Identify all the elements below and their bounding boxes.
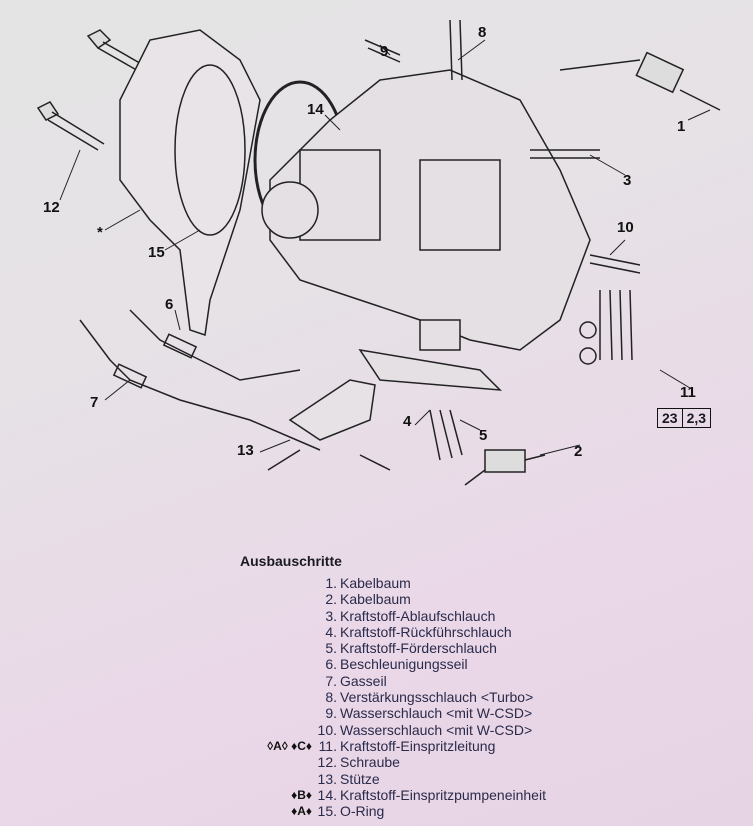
step-mark [240,705,312,721]
callout-3: 3 [623,172,632,189]
step-number: 8. [325,689,337,706]
list-item: 9.Wasserschlauch <mit W-CSD> [240,705,546,721]
step-mark [240,591,312,607]
step-mark [240,722,312,738]
list-item: 2.Kabelbaum [240,591,546,607]
list-item: ♦B♦ 14.Kraftstoff-Einspritzpumpeneinheit [240,787,546,803]
step-number: 10. [317,721,337,738]
step-number: 14. [317,786,337,803]
bracket-13 [267,379,391,471]
list-item: 3.Kraftstoff-Ablaufschlauch [240,608,546,624]
list-item: 4.Kraftstoff-Rückführschlauch [240,624,546,640]
step-mark: ◊A◊ ♦C♦ [267,738,312,753]
bolt-12 [36,101,105,151]
cables-6-7 [79,309,321,451]
step-mark [240,754,312,770]
bolt-upper [86,29,146,73]
step-number: 2. [325,591,337,608]
step-number: 3. [325,607,337,624]
step-label: O-Ring [340,803,385,820]
step-label: Wasserschlauch <mit W-CSD> [340,705,533,722]
step-mark [240,575,312,591]
callout-1: 1 [677,118,686,135]
list-item: 5.Kraftstoff-Förderschlauch [240,640,546,656]
callout-6: 6 [165,296,174,313]
step-label: Verstärkungsschlauch <Turbo> [340,689,534,706]
list-item: ◊A◊ ♦C♦ 11.Kraftstoff-Einspritzleitung [240,738,546,754]
callout-9: 9 [380,43,389,60]
connector-2 [464,449,546,486]
callout-12: 12 [43,199,60,216]
callout-8: 8 [478,24,487,41]
step-number: 7. [325,672,337,689]
connector-1 [559,51,721,111]
step-mark [240,640,312,656]
leader-lines [59,39,711,456]
list-item: 13.Stütze [240,771,546,787]
step-mark [240,624,312,640]
reference-section: 2,3 [681,409,710,427]
callout-4: 4 [403,413,412,430]
step-number: 6. [325,656,337,673]
step-label: Kraftstoff-Förderschlauch [340,640,497,657]
step-number: 12. [317,754,337,771]
step-label: Schraube [340,754,400,771]
step-mark [240,673,312,689]
step-number: 5. [325,640,337,657]
callout-14: 14 [307,101,324,118]
step-mark: ♦B♦ [291,787,312,802]
reference-box: 23 2,3 [657,408,712,428]
step-label: Kabelbaum [340,575,411,591]
step-label: Kraftstoff-Einspritzpumpeneinheit [340,786,546,803]
list-item: 10.Wasserschlauch <mit W-CSD> [240,722,546,738]
injection-pump [261,69,591,391]
step-number: 13. [317,770,337,787]
callout-11: 11 [680,384,696,401]
step-number: 11. [318,737,337,754]
step-mark [240,608,312,624]
list-item: 12.Schraube [240,754,546,770]
housing-plate [119,29,261,336]
step-number: 4. [325,623,337,640]
list-item: 1.Kabelbaum [240,575,546,591]
callout-star: * [97,224,103,241]
step-mark [240,689,312,705]
exploded-view-diagram [36,19,721,486]
list-item: ♦A♦ 15.O-Ring [240,803,546,819]
step-mark: ♦A♦ [291,804,312,819]
callout-5: 5 [479,427,488,444]
reference-page: 23 [662,410,678,426]
step-label: Kraftstoff-Einspritzleitung [340,737,496,754]
callout-7: 7 [90,394,99,411]
callout-2: 2 [574,443,583,460]
step-mark [240,656,312,672]
list-item: 8.Verstärkungsschlauch <Turbo> [240,689,546,705]
step-label: Kraftstoff-Ablaufschlauch [340,607,496,624]
step-label: Wasserschlauch <mit W-CSD> [340,721,533,738]
step-label: Beschleunigungsseil [340,656,468,673]
steps-title: Ausbauschritte [240,553,342,569]
callout-15: 15 [148,244,165,261]
step-number: 15. [317,803,337,820]
step-mark [240,771,312,787]
callout-10: 10 [617,219,634,236]
step-label: Kraftstoff-Rückführschlauch [340,623,512,640]
step-label: Kabelbaum [340,591,411,608]
step-number: 1. [325,575,337,591]
step-label: Stütze [340,770,380,787]
step-number: 9. [325,705,337,722]
list-item: 7.Gasseil [240,673,546,689]
injection-lines-11 [579,289,633,365]
list-item: 6.Beschleunigungsseil [240,656,546,672]
step-label: Gasseil [340,672,387,689]
callout-13: 13 [237,442,254,459]
